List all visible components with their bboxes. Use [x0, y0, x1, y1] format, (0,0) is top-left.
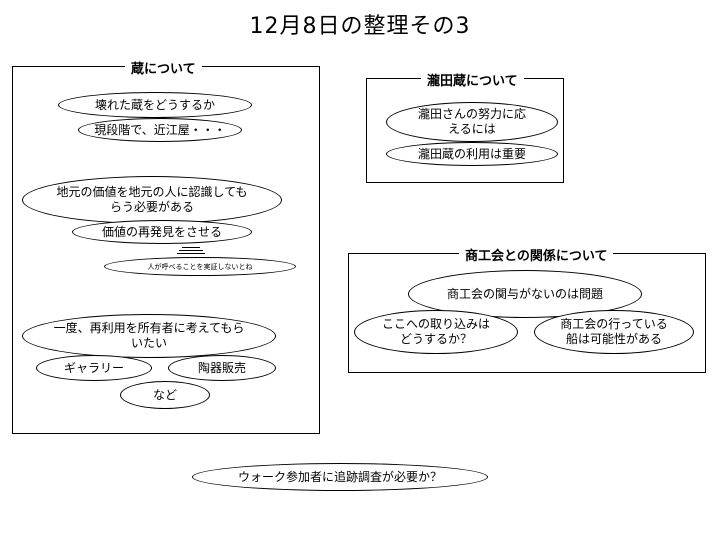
pottery-node: 陶器販売 — [168, 355, 276, 381]
shoko-section: 商工会との関係について — [348, 245, 706, 373]
takita-section-label: 瀧田蔵について — [421, 70, 524, 89]
broken-kura-node: 壊れた蔵をどうするか — [58, 92, 252, 118]
etc-node: など — [120, 381, 210, 409]
takita-respond-node: 瀧田さんの努力に応えるには — [386, 102, 558, 142]
page-title: 12月8日の整理その3 — [249, 14, 471, 39]
takita-use-node: 瀧田蔵の利用は重要 — [386, 142, 558, 166]
kura-section-label: 蔵について — [125, 58, 202, 77]
gallery-node: ギャラリー — [36, 355, 152, 381]
voice-cloud-node: 人が呼べることを実証しないとね — [104, 257, 296, 276]
local-value-node: 地元の価値を地元の人に認識してもらう必要がある — [22, 176, 282, 224]
takita-section: 瀧田蔵について — [366, 70, 564, 183]
shoko-possible-node: 商工会の行っている船は可能性がある — [534, 310, 694, 354]
walk-followup-node: ウォーク参加者に追跡調査が必要か？ — [192, 463, 488, 491]
rediscover-node: 価値の再発見をさせる — [72, 220, 252, 244]
shoko-how-node: ここへの取り込みはどうするか？ — [354, 310, 518, 354]
reuse-node: 一度、再利用を所有者に考えてもらいたい — [22, 314, 276, 358]
shoko-section-label: 商工会との関係について — [459, 245, 614, 264]
kura-section: 蔵について — [12, 58, 320, 434]
current-stage-node: 現段階で、近江屋・・・ — [78, 118, 242, 142]
speech-marks — [176, 245, 206, 254]
